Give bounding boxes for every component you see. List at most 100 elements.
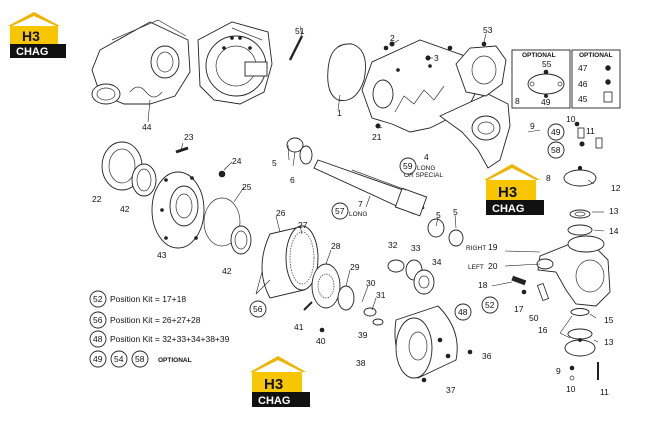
callout-15: 15: [604, 315, 614, 325]
optional-title-b: OPTIONAL: [579, 52, 613, 59]
callout-47: 47: [578, 63, 588, 73]
callout-24: 24: [232, 156, 242, 166]
callout-19: 19: [488, 242, 498, 252]
kit-3-text: Position Kit = 32+33+34+38+39: [110, 334, 230, 344]
callout-7: 7: [358, 199, 363, 209]
callout-8-box: 8: [515, 96, 520, 106]
callout-45: 45: [578, 94, 588, 104]
callout-6-right: 5: [436, 210, 441, 220]
circled-52: 52: [485, 300, 495, 310]
callout-31: 31: [376, 290, 386, 300]
note-long: LONG: [417, 165, 435, 172]
logo-bottom-text: CHAG: [16, 46, 48, 58]
callout-41: 41: [294, 322, 304, 332]
optional-box-a: [511, 49, 571, 109]
kit-3-circle: 48: [93, 334, 103, 344]
optional-box-b: [571, 49, 621, 109]
planetary-gears-32-34: [387, 259, 435, 295]
callout-30: 30: [366, 278, 376, 288]
right-small-parts: [563, 121, 603, 236]
callout-36: 36: [482, 351, 492, 361]
callout-11-lower: 11: [600, 387, 609, 397]
callout-numbers: 44 51 1 2 3 53 21 4 23 24 25 5 6 22 42 4…: [92, 25, 621, 397]
callout-46: 46: [578, 79, 588, 89]
callout-40: 40: [316, 336, 326, 346]
bearings-5-6: [286, 137, 464, 247]
circled-57: 57: [335, 206, 345, 216]
note-left: LEFT: [468, 264, 484, 271]
callout-22: 22: [92, 194, 102, 204]
callout-49-box: 49: [541, 97, 551, 107]
steering-knuckle: [511, 235, 611, 307]
callout-34: 34: [432, 257, 442, 267]
callout-8-right: 8: [546, 173, 551, 183]
callout-33: 33: [411, 243, 421, 253]
leader-lines: [180, 39, 605, 343]
callout-5-right: 5: [453, 207, 458, 217]
callout-1: 1: [337, 108, 342, 118]
callout-28: 28: [331, 241, 341, 251]
callout-4: 4: [424, 152, 429, 162]
callout-10-lower: 10: [566, 384, 576, 394]
carrier-housing: [197, 21, 273, 105]
callout-38: 38: [356, 358, 366, 368]
hub-28-29: [311, 263, 384, 326]
seal-22-ring-42-flange-43: [101, 141, 205, 249]
callout-12: 12: [611, 183, 621, 193]
lower-knuckle-parts: [564, 308, 599, 381]
callout-13-lower: 13: [604, 337, 614, 347]
housing-part-44: [91, 19, 191, 123]
callout-5-left: 5: [272, 158, 277, 168]
oring-part-25: [203, 197, 241, 247]
optional-title-a: OPTIONAL: [522, 52, 556, 59]
shaft-part-7: [313, 159, 428, 217]
callout-9-lower: 9: [556, 366, 561, 376]
watermark-logo-center: H3 CHAG: [484, 164, 544, 215]
watermark-logo-top-left: H3 CHAG: [8, 12, 66, 58]
circled-58: 58: [551, 145, 561, 155]
logo-top-text: H3: [22, 28, 40, 44]
note-or-special: OR SPECIAL: [404, 172, 443, 179]
callout-6: 6: [290, 175, 295, 185]
cover-part-38: [394, 305, 473, 383]
callout-23: 23: [184, 132, 194, 142]
axle-housing-part-4: [361, 39, 511, 169]
callout-32: 32: [388, 240, 398, 250]
callout-3: 3: [434, 53, 439, 63]
logo-center-top-text: H3: [498, 184, 517, 201]
logo-bottom-top-text: H3: [264, 376, 283, 393]
callout-55: 55: [542, 59, 552, 69]
bolts-23-24: [175, 146, 226, 178]
callout-53: 53: [483, 25, 493, 35]
kit-legend: 52 Position Kit = 17+18 56 Position Kit …: [89, 290, 230, 368]
gasket-part-1: [327, 43, 366, 111]
callout-9-upper: 9: [530, 121, 535, 131]
optional-row-label: OPTIONAL: [158, 357, 192, 364]
callout-37: 37: [446, 385, 456, 395]
callout-16: 16: [538, 325, 548, 335]
logo-center-bottom-text: CHAG: [492, 203, 524, 215]
note-long-shaft: LONG: [349, 211, 367, 218]
optional-circle-49: 49: [93, 354, 103, 364]
kit-2-text: Position Kit = 26+27+28: [110, 315, 201, 325]
callout-20: 20: [488, 261, 498, 271]
callout-39: 39: [358, 330, 368, 340]
callout-26: 26: [276, 208, 286, 218]
circled-49: 49: [551, 127, 561, 137]
kit-1-text: Position Kit = 17+18: [110, 294, 186, 304]
circled-48: 48: [458, 307, 468, 317]
callout-54: 50: [529, 313, 539, 323]
callout-14: 14: [609, 226, 619, 236]
optional-circle-58: 58: [135, 354, 145, 364]
callout-44: 44: [142, 122, 152, 132]
callout-17: 17: [514, 304, 524, 314]
circled-callouts: 59 57 49 58 52 48 56: [249, 123, 565, 321]
circled-59: 59: [403, 161, 413, 171]
callout-2: 2: [390, 33, 395, 43]
circled-56: 56: [253, 304, 263, 314]
callout-51: 51: [295, 26, 305, 36]
logo-bottom-bottom-text: CHAG: [258, 395, 290, 407]
kit-1-circle: 52: [93, 294, 103, 304]
callout-42-lower: 42: [222, 266, 232, 276]
